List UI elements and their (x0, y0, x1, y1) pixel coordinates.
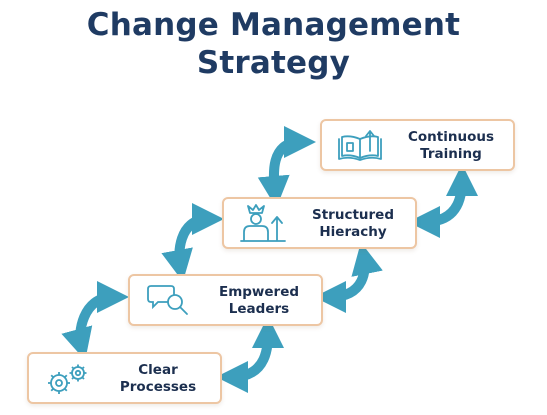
page-title: Change Management Strategy (0, 6, 547, 82)
step-card-empowered-leaders: Empwered Leaders (128, 274, 323, 326)
step-label: Empwered Leaders (218, 284, 300, 317)
arrow-leaders-to-processes (61, 281, 129, 361)
crowned-person-growth-icon (238, 204, 288, 248)
book-upload-icon (336, 127, 386, 169)
chat-search-icon (144, 283, 194, 323)
arrow-hierarchy-to-training (408, 163, 478, 238)
title-line-1: Change Management (86, 7, 461, 43)
gears-icon (43, 362, 93, 402)
arrow-hierarchy-to-leaders (161, 203, 224, 282)
arrow-leaders-to-hierarchy (314, 242, 383, 313)
step-label: Clear Processes (119, 362, 197, 395)
step-card-clear-processes: Clear Processes (27, 352, 222, 404)
arrow-training-to-hierarchy (257, 126, 316, 208)
arrow-processes-to-leaders (216, 315, 284, 393)
title-line-2: Strategy (196, 45, 351, 81)
step-card-structured-hierarchy: Structured Hierachy (222, 197, 417, 249)
step-card-continuous-training: Continuous Training (320, 119, 515, 171)
step-label: Continuous Training (407, 129, 495, 162)
step-label: Structured Hierachy (312, 207, 394, 240)
